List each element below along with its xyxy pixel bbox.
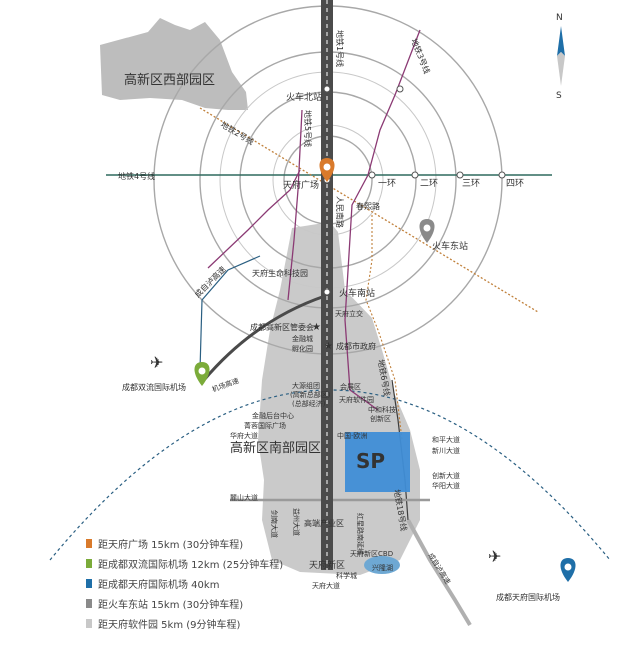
kechuang-logo: SP bbox=[356, 449, 385, 473]
dayuan-label: 大源组团 bbox=[292, 381, 320, 390]
east-station-label: 火车东站 bbox=[432, 240, 468, 252]
west-park-label: 高新区西部园区 bbox=[124, 72, 215, 88]
government-star-icon: ★ bbox=[324, 341, 333, 352]
legend-swatch bbox=[86, 558, 92, 568]
tianfu-newarea-label: 天府新区 bbox=[309, 559, 345, 571]
compass-south-label: S bbox=[556, 91, 562, 98]
chunxi-label: 春熙路 bbox=[356, 201, 380, 211]
legend-swatch bbox=[86, 578, 92, 588]
software-park-label: 天府软件园 bbox=[339, 395, 374, 404]
heping-label: 和平大道 bbox=[432, 435, 460, 444]
north-station-label: 火车北站 bbox=[286, 91, 322, 103]
station-dots bbox=[323, 85, 506, 296]
metro5-line bbox=[287, 109, 303, 301]
lushan-label: 麓山大道 bbox=[230, 493, 258, 502]
compass: N S bbox=[548, 8, 574, 101]
hongxing-label: 红星路南延线 bbox=[356, 513, 365, 555]
zhonghe-label: 中和科技 bbox=[368, 405, 396, 414]
ring3-label: 三环 bbox=[462, 178, 480, 189]
legend-text: 距成都双流国际机场 12km (25分钟车程) bbox=[98, 559, 284, 571]
zhonghe2-label: 创新区 bbox=[370, 414, 391, 423]
shuangliu-airport-label: 成都双流国际机场 bbox=[122, 382, 186, 392]
chengzi-highway bbox=[406, 519, 472, 627]
metro1-band bbox=[321, 0, 333, 570]
chuangxin-label: 创新大道 bbox=[432, 471, 460, 480]
metro4-label: 地铁4号线 bbox=[118, 171, 155, 181]
shuangliu-airport-pin[interactable] bbox=[194, 362, 210, 386]
kexue-label: 科学城 bbox=[336, 571, 357, 580]
financial-center-label: 金融后台中心 bbox=[252, 411, 294, 420]
xinchuan-label: 新川大道 bbox=[432, 446, 460, 455]
east-station-pin[interactable] bbox=[419, 219, 435, 243]
yizhou-label: 益州大道 bbox=[292, 508, 301, 536]
life-science-label: 天府生命科技园 bbox=[252, 268, 308, 278]
jiaorong-label: 菁蓉国际广场 bbox=[244, 421, 286, 430]
legend-swatch bbox=[86, 538, 92, 548]
airplane-icon-west: ✈ bbox=[150, 353, 163, 372]
airplane-icon-east: ✈ bbox=[488, 547, 501, 566]
metro3-label: 地铁3号线 bbox=[409, 37, 432, 75]
kechuang-complex bbox=[345, 432, 410, 492]
airport-expressway-label: 机场高速 bbox=[211, 376, 240, 394]
metro2-label: 地铁2号线 bbox=[219, 119, 256, 147]
convention-label: 会展区 bbox=[340, 382, 361, 391]
south-park-label: 高新区南部园区 bbox=[230, 440, 321, 456]
ring1-label: 一环 bbox=[378, 178, 396, 189]
legend-text: 距火车东站 15km (30分钟车程) bbox=[98, 599, 244, 611]
tianfu-square-label: 天府广场 bbox=[283, 179, 319, 191]
tianfu-square-pin[interactable] bbox=[319, 158, 335, 182]
compass-north-label: N bbox=[556, 13, 563, 23]
legend-text: 距天府软件园 5km (9分钟车程) bbox=[98, 619, 241, 631]
tianfu-cbd-label: 天府新区CBD bbox=[350, 549, 393, 558]
legend-item: 距成都天府国际机场 40km bbox=[86, 573, 346, 593]
gaoxin-hq-label: (高新总部区) bbox=[290, 390, 331, 399]
legend-text: 距天府广场 15km (30分钟车程) bbox=[98, 539, 244, 551]
legend-swatch bbox=[86, 618, 92, 628]
gaopeng-label: 高端产业区 bbox=[304, 518, 344, 528]
tianfu-lijiao-label: 天府立交 bbox=[335, 309, 363, 318]
finance-park-label: 孵化园 bbox=[292, 344, 313, 353]
south-station-label: 火车南站 bbox=[339, 287, 375, 299]
airport-expressway bbox=[202, 294, 326, 381]
ring4-label: 四环 bbox=[506, 178, 524, 189]
legend-text: 距成都天府国际机场 40km bbox=[98, 579, 220, 591]
huafu-label: 华府大道 bbox=[230, 431, 258, 440]
committee-label: 成都高新区管委会 bbox=[250, 322, 314, 332]
tianfu-airport-pin[interactable] bbox=[560, 558, 576, 582]
chengzi-road-label: 成自泸高速 bbox=[426, 551, 452, 585]
legend-item: 距天府软件园 5km (9分钟车程) bbox=[86, 613, 346, 633]
committee-star-icon: ★ bbox=[312, 322, 321, 333]
west-park-region bbox=[100, 18, 248, 110]
chengzi-expressway-label: 成自泸高速 bbox=[192, 264, 227, 299]
jiannan-label: 剑南大道 bbox=[270, 510, 279, 538]
metro3-line bbox=[344, 29, 421, 411]
legend-item: 距成都双流国际机场 12km (25分钟车程) bbox=[86, 553, 346, 573]
xinglong-label: 兴隆湖 bbox=[372, 563, 393, 572]
compass-arrow-icon bbox=[557, 26, 565, 56]
hq-economy-label: (总部经济) bbox=[292, 399, 326, 408]
legend: 距天府广场 15km (30分钟车程) 距成都双流国际机场 12km (25分钟… bbox=[86, 533, 346, 633]
metro5-label: 地铁5号线 bbox=[303, 110, 313, 147]
huayang-label: 华阳大道 bbox=[432, 481, 460, 490]
xinglong-lake bbox=[364, 556, 400, 574]
renmin-south-label: 人民南路 bbox=[335, 196, 345, 228]
legend-item: 距天府广场 15km (30分钟车程) bbox=[86, 533, 346, 553]
metro-purple-west bbox=[207, 169, 301, 269]
finance-city-label: 金融城 bbox=[292, 334, 313, 343]
metro-blue-west bbox=[199, 255, 261, 371]
tianfu-road-label: 天府大道 bbox=[312, 581, 340, 590]
china-eu-label: 中国·欧洲 bbox=[337, 431, 367, 440]
tianfu-airport-label: 成都天府国际机场 bbox=[496, 592, 560, 602]
ring2-label: 二环 bbox=[420, 178, 438, 189]
legend-item: 距火车东站 15km (30分钟车程) bbox=[86, 593, 346, 613]
metro1-label: 地铁1号线 bbox=[335, 30, 345, 67]
legend-swatch bbox=[86, 598, 92, 608]
metro6-line bbox=[365, 215, 403, 441]
metro2-line bbox=[199, 107, 539, 313]
city-government-label: 成都市政府 bbox=[336, 341, 376, 351]
